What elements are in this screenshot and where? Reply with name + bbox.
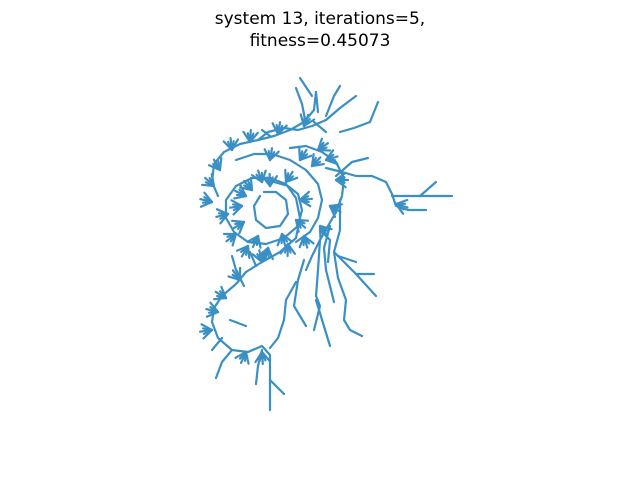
branch — [334, 156, 370, 178]
branch — [288, 144, 346, 272]
branch — [314, 90, 320, 114]
leaf-stroke — [302, 118, 316, 128]
branch — [292, 258, 308, 328]
leaf-stroke — [203, 191, 214, 204]
branch — [252, 190, 290, 230]
branch — [268, 378, 286, 396]
branch — [312, 120, 328, 134]
branch — [256, 94, 358, 142]
lsystem-branches — [199, 76, 454, 412]
leaf-stroke — [235, 244, 250, 252]
leaf-stroke — [324, 158, 339, 166]
leaf-stroke — [279, 242, 290, 255]
leaf-stroke — [254, 350, 264, 364]
branch — [368, 100, 380, 124]
branch — [230, 254, 246, 288]
plot-title-line-1: system 13, iterations=5, — [214, 9, 426, 29]
branch — [248, 250, 258, 268]
branch — [210, 176, 302, 412]
branch — [336, 254, 358, 264]
branch — [332, 198, 364, 338]
leaf-stroke — [230, 138, 239, 152]
leaf-stroke — [200, 323, 214, 332]
branch — [210, 336, 224, 352]
leaf-stroke — [276, 232, 284, 247]
branch — [298, 76, 314, 98]
leaf-stroke — [246, 234, 260, 243]
leaf-stroke — [268, 175, 278, 188]
branch — [322, 224, 336, 304]
leaf-stroke — [310, 163, 325, 168]
leaf-stroke — [298, 154, 313, 162]
leaf-stroke — [209, 301, 220, 314]
leaf-stroke — [284, 176, 299, 184]
leaf-stroke — [394, 202, 405, 215]
leaf-stroke — [260, 249, 268, 264]
branch — [312, 238, 322, 332]
leaf-stroke — [210, 173, 216, 188]
leaf-stroke — [334, 178, 347, 189]
leaf-stroke — [220, 285, 228, 300]
leaf-stroke — [248, 131, 259, 144]
plot-title-line-2: fitness=0.45073 — [249, 31, 391, 51]
branch — [338, 120, 372, 134]
leaf-stroke — [298, 198, 312, 208]
leaf-stroke — [218, 157, 223, 172]
leaf-stroke — [268, 150, 280, 162]
branch — [228, 318, 248, 328]
branch — [418, 180, 438, 198]
branch — [324, 84, 342, 118]
branch — [234, 152, 324, 244]
branch — [268, 280, 298, 350]
leaf-stroke — [328, 204, 337, 218]
leaf-stroke — [298, 234, 306, 249]
branch — [314, 298, 332, 348]
branch — [214, 348, 234, 380]
leaf-stroke — [230, 199, 244, 208]
leaf-stroke — [249, 176, 254, 192]
leaf-stroke — [234, 350, 248, 359]
leaf-stroke — [231, 219, 246, 224]
leaf-stroke — [276, 124, 288, 136]
branch — [260, 128, 272, 138]
leaf-stroke — [260, 169, 267, 184]
leaf-stroke — [316, 148, 332, 152]
plot-title: system 13, iterations=5, fitness=0.45073 — [0, 8, 640, 52]
leaf-stroke — [215, 208, 230, 216]
leaf-stroke — [294, 218, 300, 233]
